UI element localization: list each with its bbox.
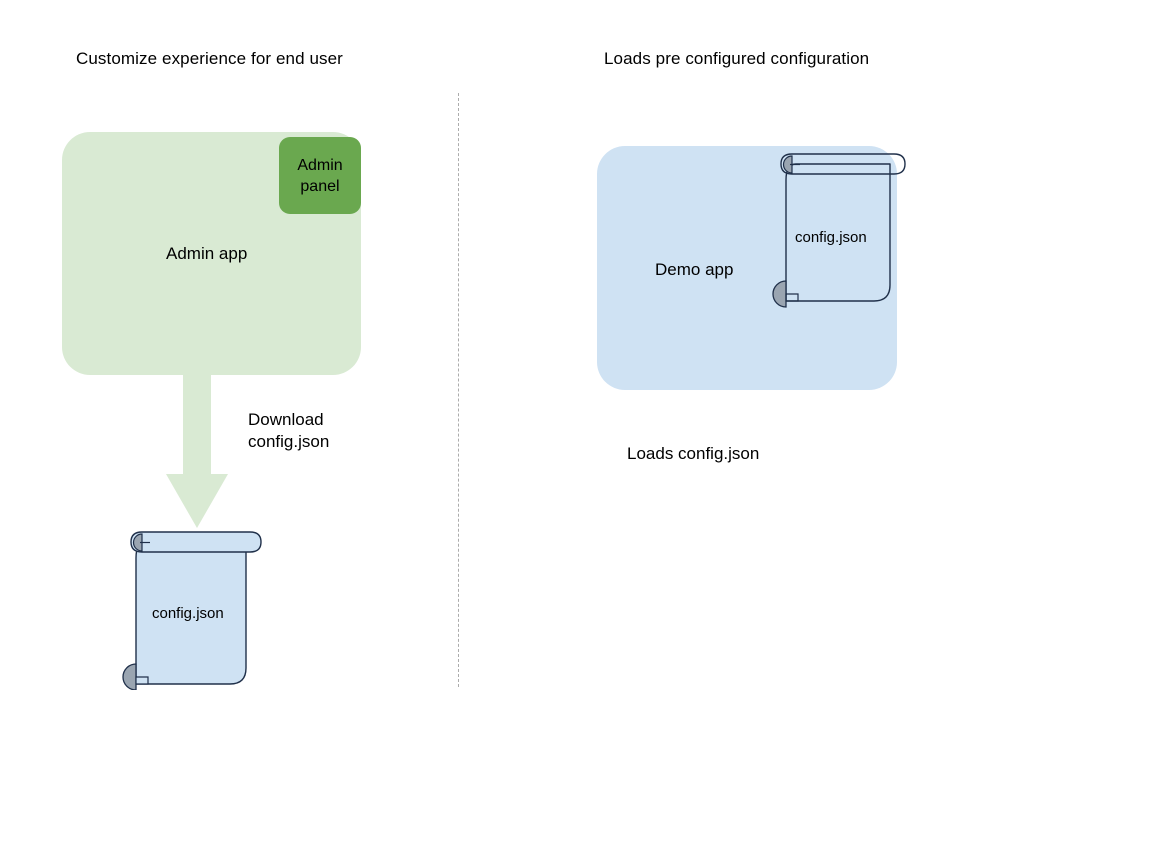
right-column-title: Loads pre configured configuration — [604, 49, 870, 68]
config-json-document-right-icon — [772, 153, 906, 308]
loads-config-caption: Loads config.json — [627, 444, 760, 463]
demo-app-label: Demo app — [655, 260, 734, 279]
admin-panel-label: Admin panel — [297, 156, 343, 195]
config-json-label-right: config.json — [795, 229, 867, 246]
admin-app-label: Admin app — [166, 244, 248, 263]
demo-app-box — [597, 146, 897, 390]
left-column-title: Customize experience for end user — [76, 49, 343, 68]
download-arrow-icon — [166, 370, 228, 528]
config-json-label-left: config.json — [152, 605, 224, 622]
column-divider — [458, 93, 459, 687]
config-json-document-left-icon — [122, 531, 262, 690]
download-arrow-caption: Download config.json — [248, 410, 330, 451]
admin-panel-badge[interactable]: Admin panel — [279, 137, 361, 214]
